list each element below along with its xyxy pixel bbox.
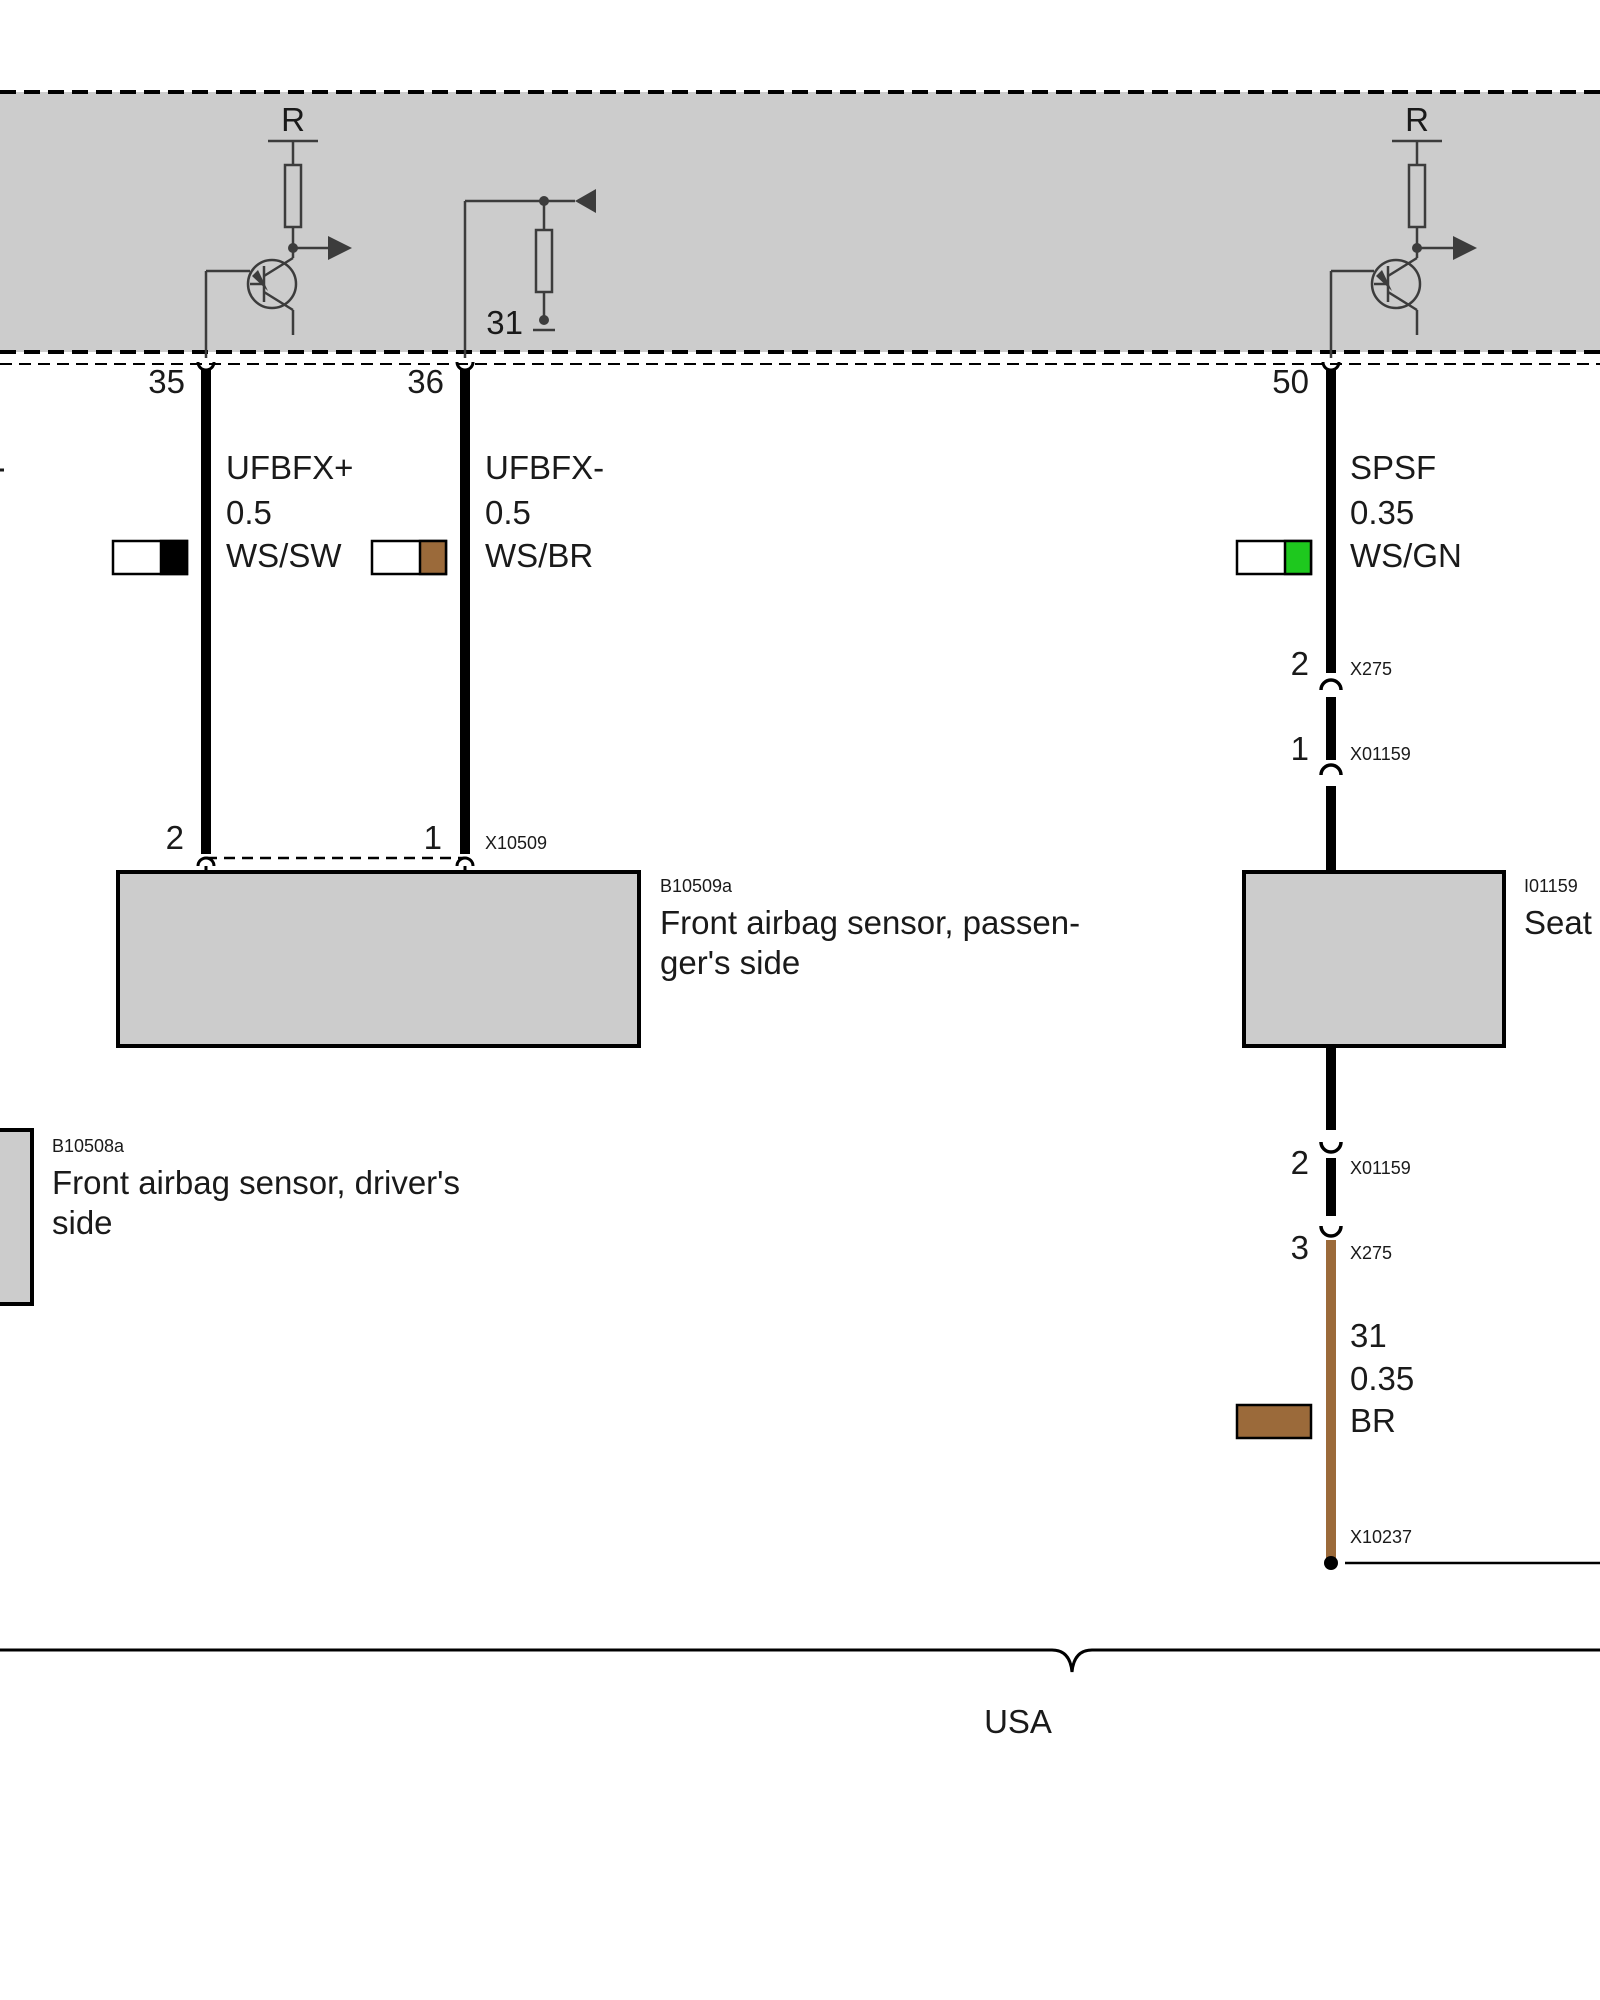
wire-spsf: SPSF 0.35 WS/GN 2 X275 1 X01159 [1235, 361, 1462, 872]
passenger-sensor-name-line1: Front airbag sensor, passen- [660, 904, 1080, 941]
x10509-pin-right: 1 [424, 819, 442, 856]
wire-ufbfx-plus: UFBFX+ 0.5 WS/SW [111, 361, 353, 867]
color-swatch-ws-br-stripe [418, 539, 448, 576]
wire-ground-color: BR [1350, 1402, 1396, 1439]
driver-airbag-sensor: B10508a Front airbag sensor, driver's si… [0, 1128, 460, 1306]
transistor-left [246, 258, 298, 310]
region-label: USA [984, 1703, 1052, 1740]
control-unit: R [0, 90, 1600, 400]
wire-ufbfx-minus-signal: UFBFX- [485, 449, 604, 486]
seat-component: I01159 Seat [1242, 870, 1592, 1048]
ground-label: 31 [486, 304, 523, 341]
x275-bottom-pin: 3 [1291, 1229, 1309, 1266]
driver-sensor-name-line1: Front airbag sensor, driver's [52, 1164, 460, 1201]
ground-splice-point [1324, 1556, 1338, 1570]
wire-ufbfx-plus-signal: UFBFX+ [226, 449, 353, 486]
passenger-sensor-id: B10509a [660, 876, 733, 896]
driver-sensor-name-line2: side [52, 1204, 113, 1241]
input-arrow-middle [575, 189, 596, 213]
wire-ufbfx-minus-color: WS/BR [485, 537, 593, 574]
pullup-transistor-right: R [1329, 101, 1477, 358]
control-unit-body [0, 92, 1600, 352]
transistor-right [1370, 258, 1422, 310]
pin-36: 36 [407, 363, 444, 400]
resistor-label-left: R [281, 101, 305, 138]
wire-spsf-signal: SPSF [1350, 449, 1436, 486]
x10509-pin-left: 2 [166, 819, 184, 856]
wire-ufbfx-plus-color: WS/SW [226, 537, 342, 574]
wire-seat-ground: 2 X01159 3 X275 31 0.35 BR X10237 [1235, 1046, 1600, 1570]
connector-x10509: 2 1 X10509 [166, 819, 547, 872]
x275-top-id: X275 [1350, 659, 1392, 679]
output-arrow-right [1453, 236, 1477, 260]
wire-ground-signal: 31 [1350, 1317, 1387, 1354]
x275-top-pin: 2 [1291, 645, 1309, 682]
wire-ufbfx-minus-gauge: 0.5 [485, 494, 531, 531]
x01159-bottom-pin: 2 [1291, 1144, 1309, 1181]
pullup-transistor-left: R [204, 101, 352, 358]
seat-name: Seat [1524, 904, 1592, 941]
passenger-sensor-name-line2: ger's side [660, 944, 800, 981]
resistor-label-right: R [1405, 101, 1429, 138]
x01159-top-id: X01159 [1350, 744, 1411, 764]
pin-35: 35 [148, 363, 185, 400]
x10237-id: X10237 [1350, 1527, 1412, 1547]
driver-sensor-id: B10508a [52, 1136, 125, 1156]
pin-50: 50 [1272, 363, 1309, 400]
output-arrow-left [328, 236, 352, 260]
x01159-bottom-id: X01159 [1350, 1158, 1411, 1178]
wire-spsf-gauge: 0.35 [1350, 494, 1414, 531]
x10509-id: X10509 [485, 833, 547, 853]
color-swatch-ws-sw-stripe [159, 539, 189, 576]
wire-ground-gauge: 0.35 [1350, 1360, 1414, 1397]
x01159-top-pin: 1 [1291, 730, 1309, 767]
wire-spsf-color: WS/GN [1350, 537, 1462, 574]
driver-sensor-box [0, 1128, 34, 1306]
color-swatch-ws-gn-stripe [1283, 539, 1313, 576]
passenger-airbag-sensor: B10509a Front airbag sensor, passen- ger… [116, 870, 1080, 1048]
seat-box [1242, 870, 1506, 1048]
wire-ufbfx-minus: UFBFX- 0.5 WS/BR [370, 361, 604, 867]
seat-id: I01159 [1524, 876, 1578, 896]
passenger-sensor-box [116, 870, 641, 1048]
wire-ufbfx-plus-gauge: 0.5 [226, 494, 272, 531]
color-swatch-br [1235, 1403, 1313, 1440]
region-brace: USA [0, 1648, 1600, 1740]
x275-bottom-id: X275 [1350, 1243, 1392, 1263]
ground-resistor-middle: 31 [463, 189, 596, 358]
